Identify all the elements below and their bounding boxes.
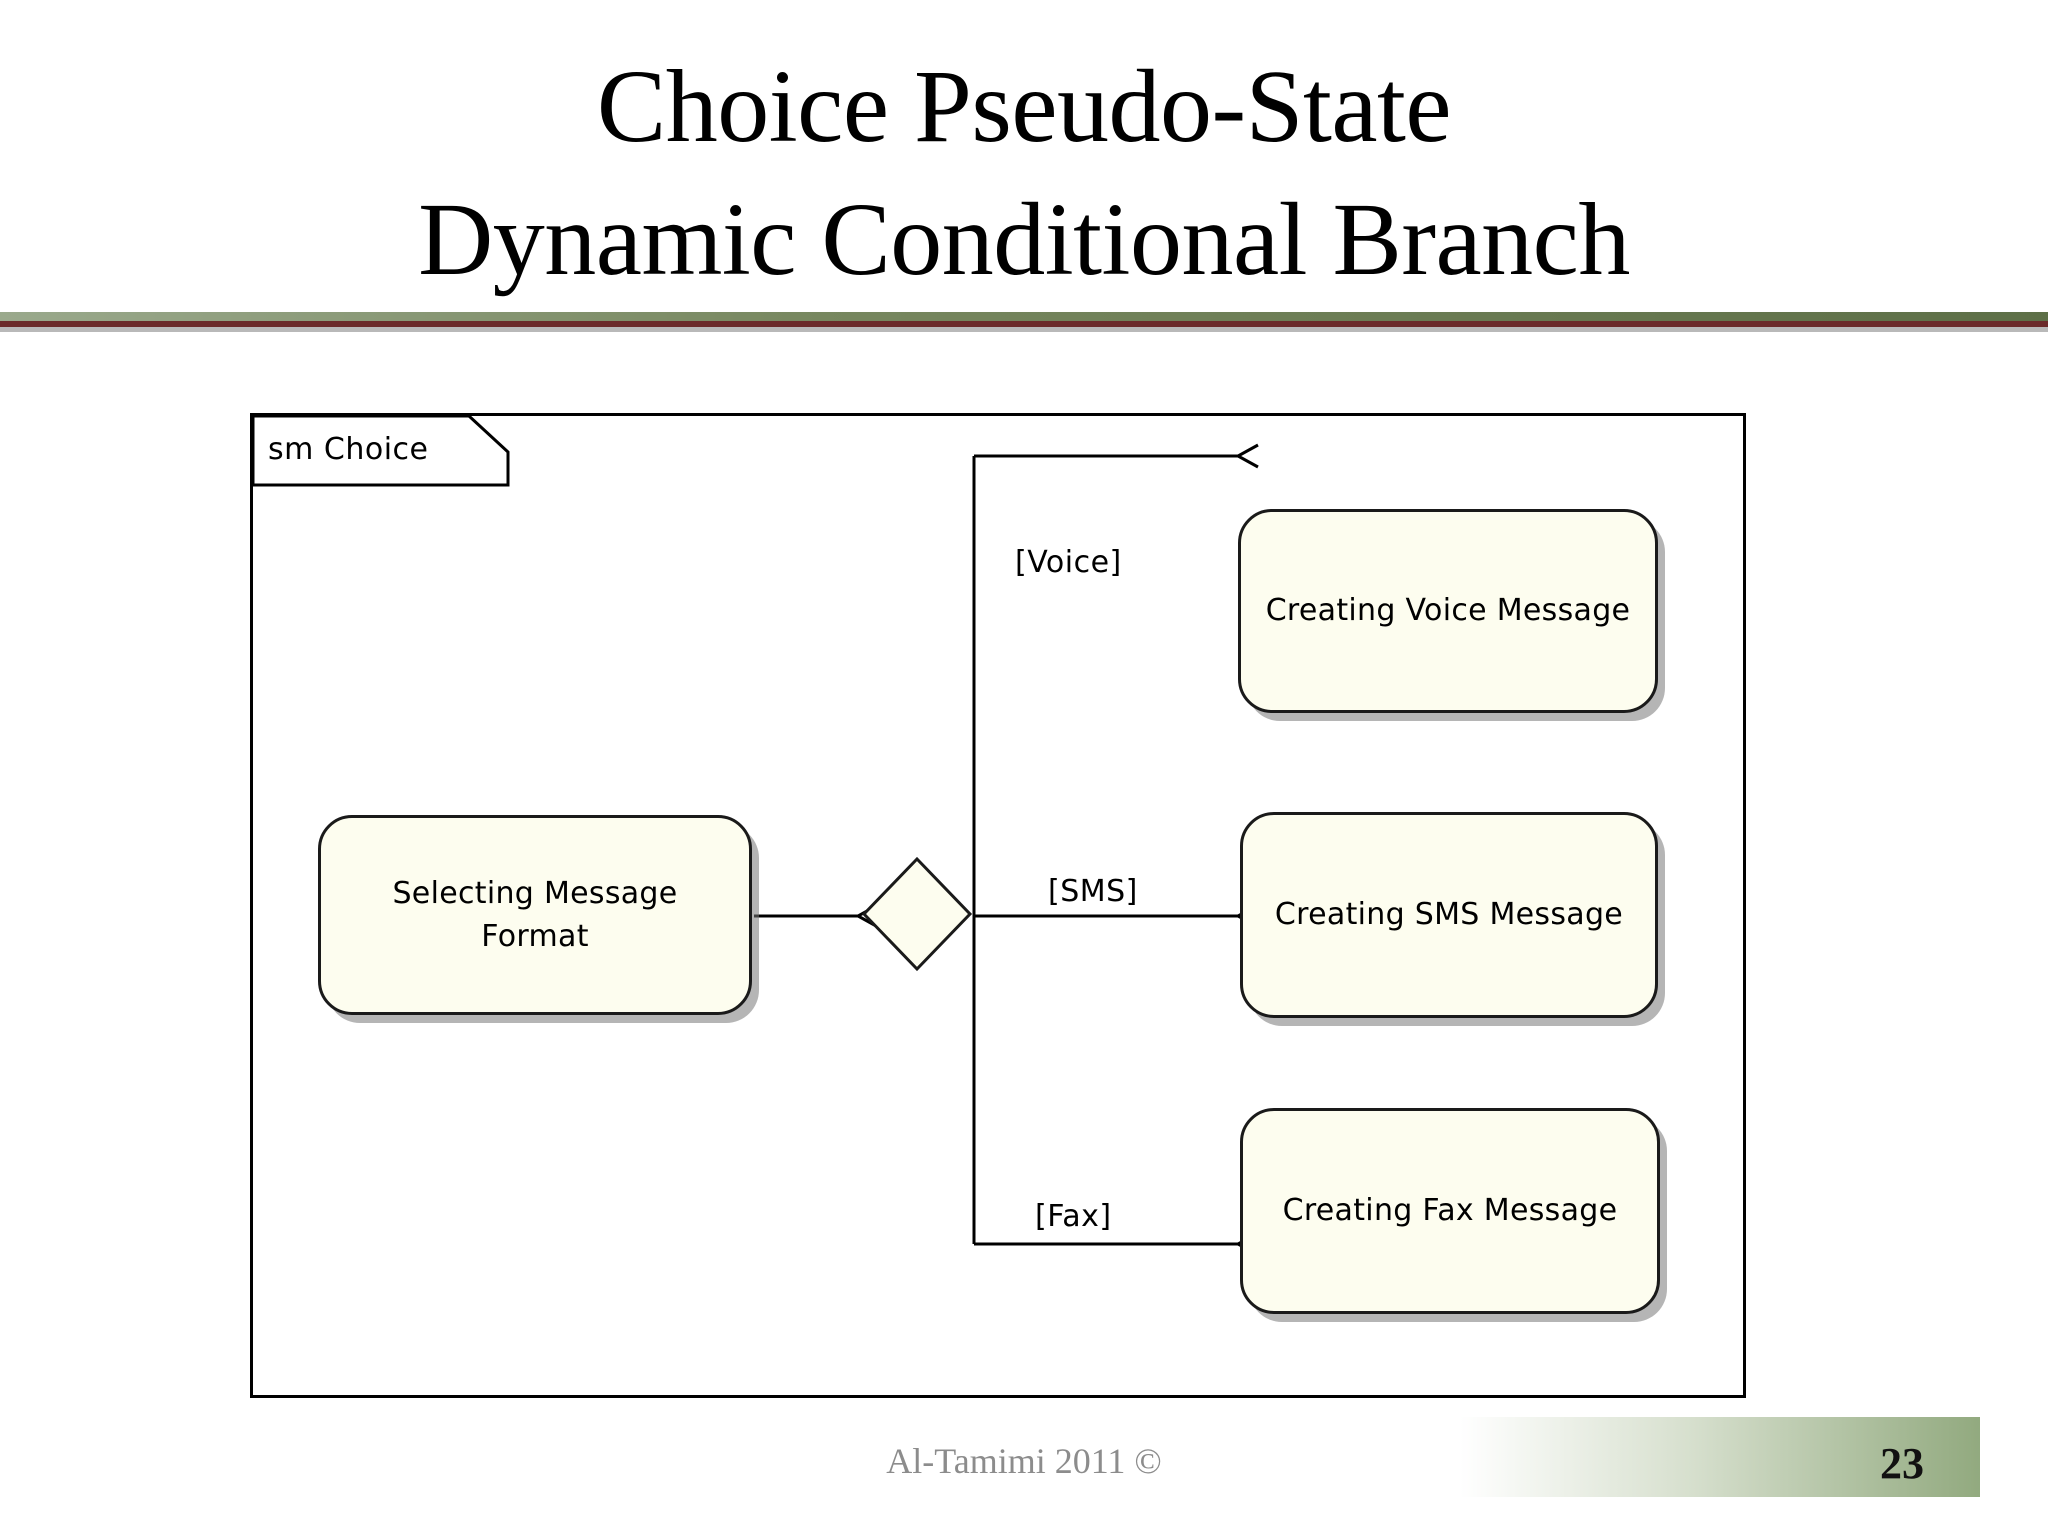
frame-name-tab <box>253 416 511 488</box>
slide-title: Choice Pseudo-State Dynamic Conditional … <box>0 40 2048 306</box>
slide-title-line-1: Choice Pseudo-State <box>596 49 1452 164</box>
guard-label-sms: [SMS] <box>1048 874 1138 909</box>
slide-title-line-2: Dynamic Conditional Branch <box>418 182 1630 298</box>
guard-label-fax: [Fax] <box>1035 1199 1112 1234</box>
title-divider-maroon <box>0 321 2048 327</box>
title-divider-green <box>0 312 2048 321</box>
state-creating-fax-message[interactable]: Creating Fax Message <box>1240 1108 1660 1314</box>
state-label: Creating Voice Message <box>1265 593 1631 629</box>
footer-credit: Al-Tamimi 2011 © <box>886 1441 1162 1481</box>
state-selecting-message-format[interactable]: Selecting Message Format <box>318 815 752 1015</box>
frame-label: sm Choice <box>268 432 429 467</box>
page-number: 23 <box>1880 1439 1924 1488</box>
state-creating-voice-message[interactable]: Creating Voice Message <box>1238 509 1658 713</box>
state-label: Selecting Message Format <box>392 875 678 955</box>
footer-gradient-bar <box>1460 1417 1980 1497</box>
guard-label-voice: [Voice] <box>1015 545 1122 580</box>
state-label: Creating SMS Message <box>1274 897 1624 933</box>
title-divider-shadow <box>0 327 2048 332</box>
choice-pseudostate-diamond[interactable] <box>860 855 974 973</box>
state-label: Creating Fax Message <box>1282 1193 1618 1229</box>
state-creating-sms-message[interactable]: Creating SMS Message <box>1240 812 1658 1018</box>
